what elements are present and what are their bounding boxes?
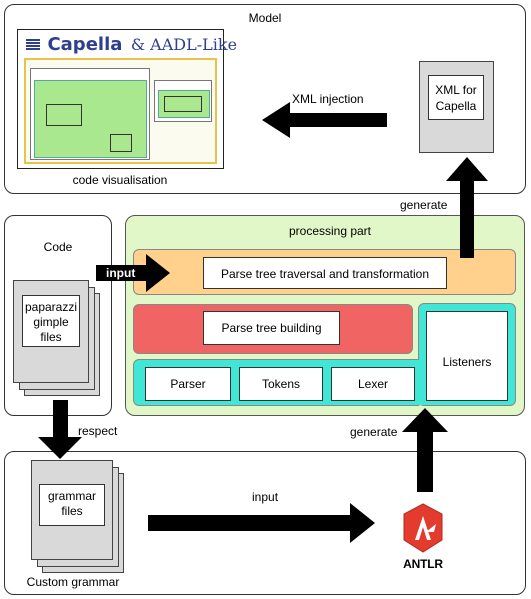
code-input-arrow xyxy=(96,254,170,292)
antlr-logo-icon xyxy=(403,503,443,553)
xml-doc-label: XML for Capella xyxy=(435,83,477,113)
custom-grammar-caption: Custom grammar xyxy=(26,575,120,589)
capella-diagram-right-inner xyxy=(164,96,202,112)
code-doc-label-box: paparazzi gimple files xyxy=(22,295,80,347)
capella-diagram-box-b xyxy=(110,134,132,152)
generate-top-label: generate xyxy=(400,198,448,212)
capella-screenshot: Capella & AADL-Like xyxy=(17,29,237,169)
parser-band-join xyxy=(418,360,426,405)
generate-up-arrow-bottom xyxy=(402,408,448,492)
traversal-box xyxy=(203,257,447,289)
xml-injection-arrow xyxy=(262,102,387,138)
building-box xyxy=(203,311,340,345)
grammar-doc-label: grammar files xyxy=(47,489,96,518)
antlr-logo: ANTLR xyxy=(398,502,448,572)
capella-logo-row: Capella & AADL-Like xyxy=(26,34,238,55)
code-input-label: input xyxy=(106,266,136,280)
tokens-box xyxy=(239,367,323,401)
listeners-label: Listeners xyxy=(442,355,492,369)
model-title: Model xyxy=(248,11,282,25)
code-doc-label: paparazzi gimple files xyxy=(24,300,78,344)
xml-injection-label: XML injection xyxy=(292,92,364,106)
grammar-input-arrow xyxy=(148,503,375,543)
grammar-input-label: input xyxy=(252,490,279,504)
building-label: Parse tree building xyxy=(221,321,322,335)
lexer-label: Lexer xyxy=(357,377,389,391)
generate-up-arrow-top xyxy=(446,157,488,258)
grammar-doc-label-box: grammar files xyxy=(39,484,105,526)
traversal-label: Parse tree traversal and transformation xyxy=(220,267,430,281)
parser-label: Parser xyxy=(170,377,206,391)
xml-doc-label-box: XML for Capella xyxy=(428,75,484,120)
generate-bottom-label: generate xyxy=(350,425,398,439)
tokens-label: Tokens xyxy=(261,377,301,391)
capella-logo-suffix: & AADL-Like xyxy=(130,35,238,54)
processing-title: processing part xyxy=(288,224,372,238)
respect-label: respect xyxy=(78,424,118,438)
capella-diagram-box-a xyxy=(46,104,82,126)
capella-diagram-frame xyxy=(24,58,217,164)
code-title: Code xyxy=(43,240,73,254)
capella-logo-icon xyxy=(26,38,40,51)
capella-logo-text: Capella xyxy=(47,34,123,55)
parser-box xyxy=(145,367,231,401)
lexer-box xyxy=(331,367,415,401)
code-visualisation-caption: code visualisation xyxy=(72,173,168,187)
respect-arrow xyxy=(38,400,82,459)
listeners-box xyxy=(426,311,508,401)
antlr-label: ANTLR xyxy=(403,557,443,571)
